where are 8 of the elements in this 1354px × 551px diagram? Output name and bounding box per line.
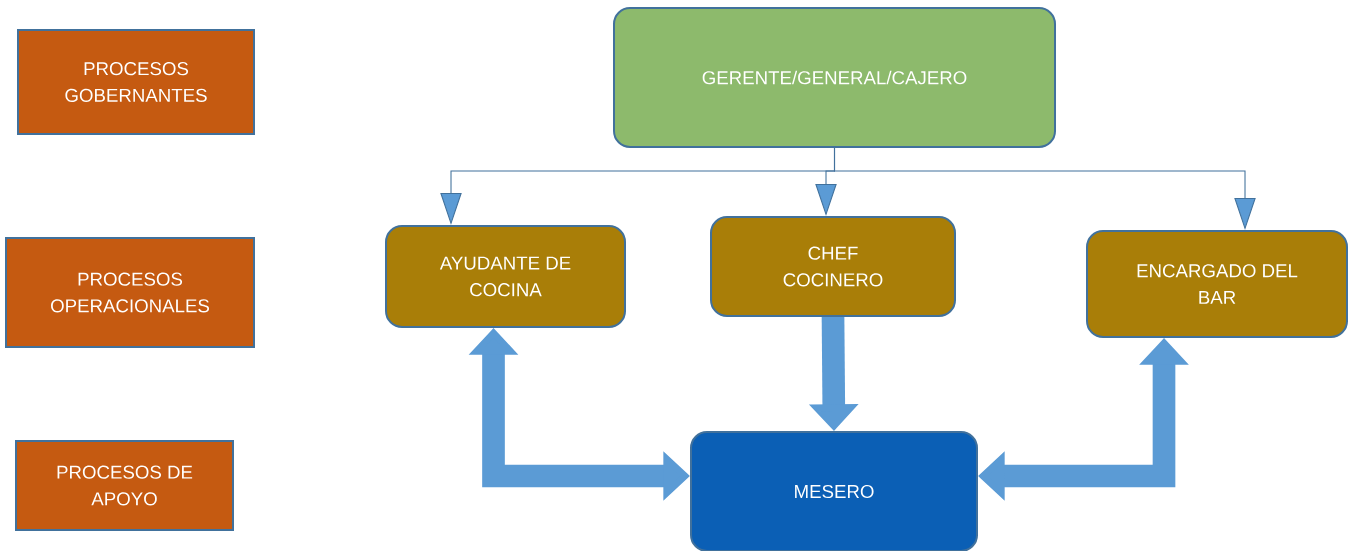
role-box: CHEF COCINERO (710, 216, 956, 317)
process-level-box: PROCESOS GOBERNANTES (17, 29, 255, 135)
role-box: MESERO (690, 431, 978, 551)
process-level-box: PROCESOS DE APOYO (15, 440, 234, 531)
role-box: AYUDANTE DE COCINA (385, 225, 626, 328)
role-box: ENCARGADO DEL BAR (1086, 230, 1348, 338)
role-box: GERENTE/GENERAL/CAJERO (613, 7, 1056, 148)
process-level-box: PROCESOS OPERACIONALES (5, 237, 255, 348)
